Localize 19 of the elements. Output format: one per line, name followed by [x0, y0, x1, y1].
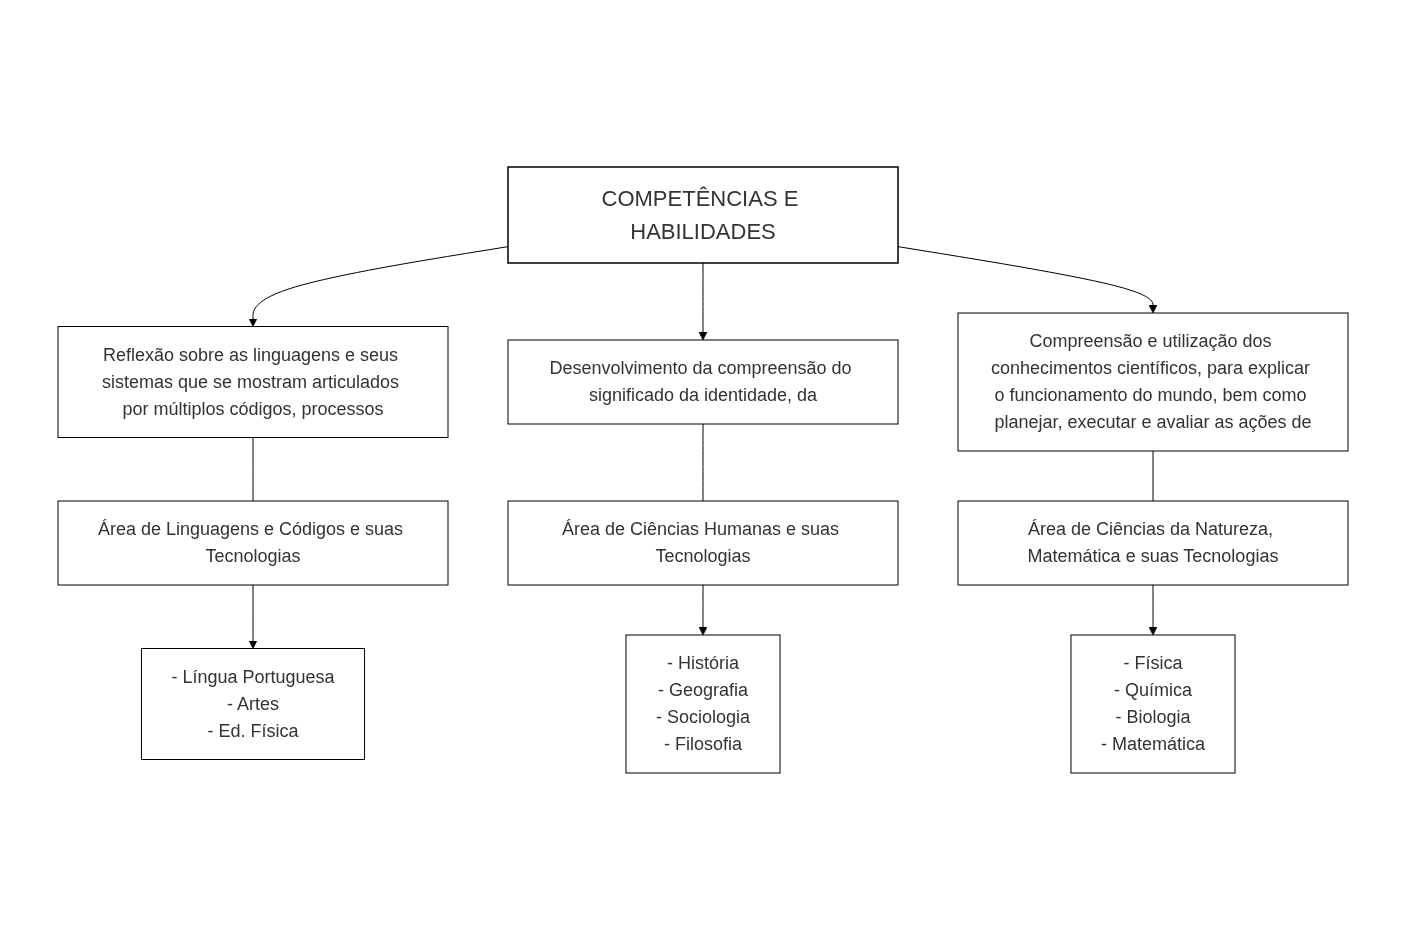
connector — [252, 437, 253, 502]
node-box: Área de Ciências Humanas e suas Tecnologias — [507, 500, 898, 586]
connector — [702, 423, 703, 502]
node-box: COMPETÊNCIAS E HABILIDADES — [506, 166, 899, 264]
arrow — [1148, 584, 1157, 636]
node-box: Área de Linguagens e Códigos e suas Tecnologias — [57, 500, 448, 586]
arrow — [897, 246, 1157, 314]
node-box: - Língua Portuguesa - Artes - Ed. Física — [140, 648, 365, 760]
connector — [1152, 450, 1153, 502]
node-box: - Física - Química - Biologia - Matemática — [1070, 634, 1235, 774]
arrow — [698, 584, 707, 636]
arrow — [248, 584, 257, 649]
node-box: - História - Geografia - Sociologia - Filosofia — [624, 634, 781, 774]
node-box: Compreensão e utilização dos conhecimentos científicos, para explicar o funcionamento do mundo, bem como planejar, executar e avaliar as ações de — [957, 312, 1348, 452]
arrow — [248, 246, 508, 327]
node-box: Reflexão sobre as linguagens e seus sistemas que se mostram articulados por múltiplos códigos, processos — [57, 326, 448, 438]
node-box: Área de Ciências da Natureza, Matemática e suas Tecnologias — [957, 500, 1348, 586]
arrow — [698, 262, 707, 341]
node-box: Desenvolvimento da compreensão do significado da identidade, da — [507, 339, 898, 425]
